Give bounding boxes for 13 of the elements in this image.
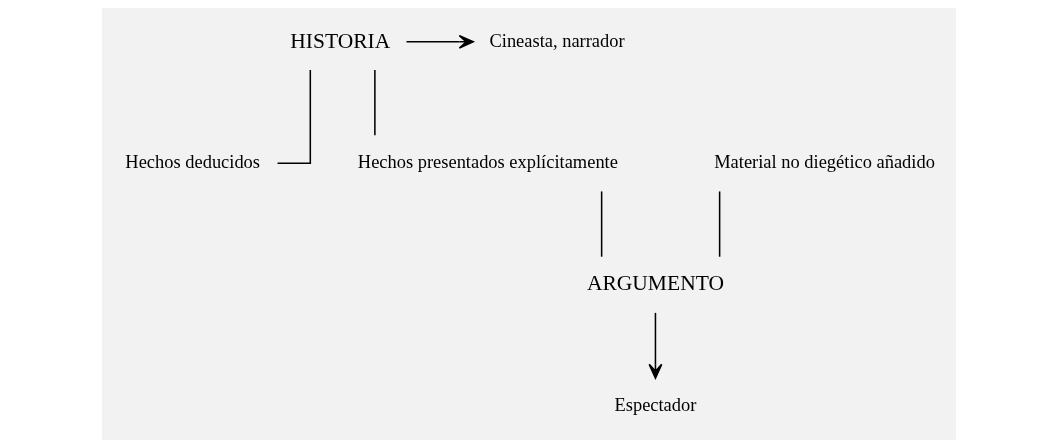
node-text: ARGUMENTO [586, 271, 724, 296]
arrow [647, 312, 662, 379]
connector [600, 190, 602, 258]
node-text: Hechos deducidos [124, 152, 260, 173]
node-text: Hechos presentados explícitamente [357, 152, 618, 173]
node-text: Cineasta, narrador [488, 30, 625, 51]
node-text: HISTORIA [289, 28, 390, 53]
connector [373, 69, 376, 137]
node-text: Espectador [613, 394, 696, 415]
node-text: Material no diegético añadido [713, 152, 935, 173]
connector [718, 190, 720, 258]
connector [276, 69, 311, 165]
arrow [405, 34, 474, 49]
